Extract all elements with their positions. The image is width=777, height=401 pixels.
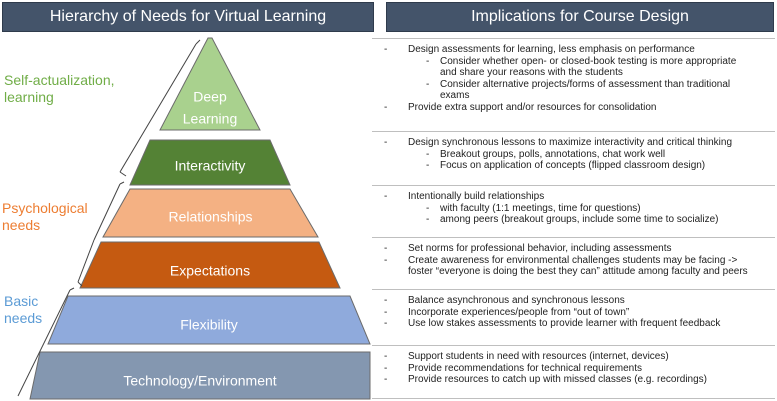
bullet-text: Focus on application of concepts (flippe… bbox=[440, 160, 706, 171]
brace-psychological-top bbox=[119, 181, 125, 185]
pyramid-level-deep-learning bbox=[159, 37, 261, 131]
needs-pyramid: DeepLearningInteractivityRelationshipsEx… bbox=[17, 37, 371, 400]
bullet-dash: - bbox=[384, 191, 388, 202]
pyramid-label-technology-environment: Technology/Environment bbox=[123, 373, 276, 389]
bullet-dash: - bbox=[384, 44, 388, 55]
bullet-text: Provide recommendations for technical re… bbox=[408, 362, 642, 374]
bullet-dash: - bbox=[384, 254, 388, 266]
bullet-text: Provide resources to catch up with misse… bbox=[408, 374, 708, 385]
pyramid-label-deep-learning: Learning bbox=[183, 111, 238, 127]
bullet-dash: - bbox=[384, 137, 388, 148]
implications-panel-technology-environment: - Support students in need with resources… bbox=[372, 346, 775, 399]
brace-self-actualization-top bbox=[195, 39, 201, 45]
bullet-dash: - bbox=[384, 318, 388, 329]
bullet-text: Use low stakes assessments to provide le… bbox=[408, 318, 721, 329]
pyramid-header: Hierarchy of Needs for Virtual Learning bbox=[2, 2, 374, 32]
bullet-text: Consider whether open- or closed-book te… bbox=[440, 55, 737, 78]
bullet-dash: - bbox=[426, 55, 430, 67]
bullet-dash: - bbox=[384, 374, 388, 385]
bullet-dash: - bbox=[384, 306, 388, 318]
pyramid-level-relationships bbox=[102, 188, 319, 238]
bullet-text: Incorporate experiences/people from “out… bbox=[408, 306, 630, 318]
bullet-dash: - bbox=[384, 101, 388, 113]
implications-panel-relationships: -Intentionally build relationships-with … bbox=[372, 186, 775, 238]
bullet-dash: - bbox=[426, 78, 430, 90]
pyramid-level-flexibility bbox=[47, 295, 371, 345]
bullet-dash: - bbox=[384, 362, 388, 374]
implications-header: Implications for Course Design bbox=[386, 2, 774, 32]
pyramid-label-relationships: Relationships bbox=[168, 209, 252, 225]
bullet-dash: - bbox=[426, 214, 430, 225]
bullet-dash: - bbox=[426, 160, 430, 171]
bullet-text: among peers (breakout groups, include so… bbox=[440, 214, 719, 225]
bullet-dash: - bbox=[384, 243, 388, 254]
bullet-text: Breakout groups, polls, annotations, cha… bbox=[440, 148, 666, 160]
bullet-dash: - bbox=[384, 351, 388, 362]
pyramid-level-technology-environment bbox=[29, 351, 371, 400]
bullet-text: Provide extra support and/or resources f… bbox=[408, 101, 657, 113]
bullet-dash: - bbox=[426, 202, 430, 214]
bullet-text: Set norms for professional behavior, inc… bbox=[408, 243, 672, 254]
implications-panel-flexibility: - Balance asynchronous and synchronous le… bbox=[372, 290, 775, 346]
pyramid-level-interactivity bbox=[129, 139, 291, 186]
brace-self-actualization-end bbox=[119, 171, 127, 177]
implications-panel-deep-learning: -Design assessments for learning, less e… bbox=[372, 38, 775, 132]
pyramid-label-flexibility: Flexibility bbox=[180, 317, 238, 333]
category-label-self-actualization: Self-actualization,learning bbox=[4, 72, 115, 105]
brace-psychological-main bbox=[93, 183, 121, 241]
bullet-text: Consider alternative projects/forms of a… bbox=[440, 78, 731, 101]
bullet-text: with faculty (1:1 meetings, time for que… bbox=[440, 202, 641, 214]
implications-panel-interactivity: -Design synchronous lessons to maximize … bbox=[372, 132, 775, 186]
pyramid-label-expectations: Expectations bbox=[170, 263, 250, 279]
bullet-text: Intentionally build relationships bbox=[408, 191, 545, 202]
bullet-text: Balance asynchronous and synchronous les… bbox=[408, 295, 625, 306]
brace-self-actualization-main bbox=[119, 43, 197, 173]
brace-basic-main bbox=[17, 289, 71, 397]
bullet-text: Support students in need with resources … bbox=[408, 351, 669, 362]
bullet-text: Create awareness for environmental chall… bbox=[408, 254, 748, 277]
bullet-dash: - bbox=[426, 148, 430, 160]
bullet-text: Design assessments for learning, less em… bbox=[408, 44, 695, 55]
brace-psychological-end bbox=[77, 281, 83, 287]
pyramid-label-interactivity: Interactivity bbox=[175, 158, 246, 174]
brace-psychological-lower bbox=[77, 239, 95, 283]
implications-panel-expectations: - Set norms for professional behavior, in… bbox=[372, 238, 775, 290]
pyramid-level-expectations bbox=[79, 241, 341, 289]
bullet-dash: - bbox=[384, 295, 388, 306]
brace-basic-top bbox=[69, 287, 75, 291]
bullet-text: Design synchronous lessons to maximize i… bbox=[408, 137, 733, 148]
pyramid-label-deep-learning: Deep bbox=[193, 89, 227, 105]
